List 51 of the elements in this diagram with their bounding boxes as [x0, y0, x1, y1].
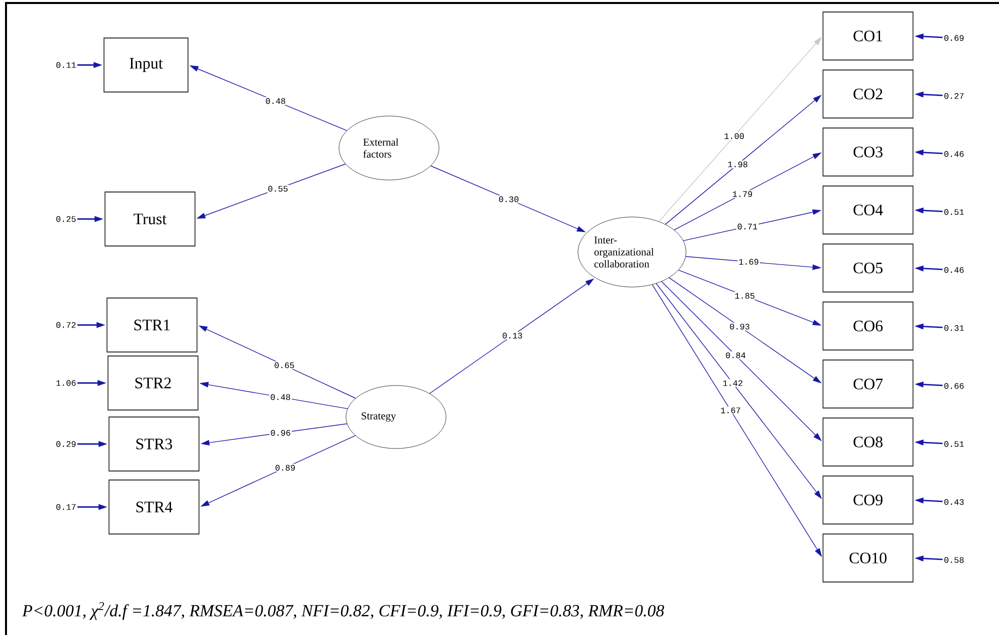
error-value: 0.51	[944, 209, 964, 215]
error-value: 0.27	[944, 93, 964, 99]
edge-label: 0.48	[269, 393, 292, 401]
error-value: 0.51	[944, 441, 964, 447]
indicator-box: STR2	[108, 356, 198, 410]
edge-label: 0.71	[736, 222, 759, 230]
error-value: 0.17	[56, 504, 76, 510]
error-value: 0.29	[56, 441, 76, 447]
indicator-box: CO3	[822, 128, 914, 176]
indicator-box: STR1	[106, 298, 198, 352]
error-value: 1.06	[56, 380, 76, 386]
edge-label: 1.69	[737, 258, 760, 266]
indicator-box: Trust	[104, 192, 196, 246]
edge-label: 0.13	[501, 332, 524, 340]
error-value: 0.66	[944, 383, 964, 389]
edge-label: 1.67	[719, 406, 742, 414]
indicator-box: CO2	[822, 70, 914, 118]
edge-label: 1.85	[734, 292, 756, 300]
indicator-box: Input	[104, 38, 188, 92]
indicator-box: STR3	[108, 416, 200, 472]
edge-label: 1.98	[726, 160, 749, 168]
indicator-box: CO5	[822, 244, 914, 292]
edge-label: 0.96	[269, 428, 292, 437]
error-value: 0.11	[56, 62, 76, 68]
indicator-box: STR4	[108, 480, 200, 534]
edge-label: 1.00	[723, 132, 746, 140]
edge-label: 0.55	[266, 184, 290, 193]
edge-label: 1.79	[731, 190, 754, 198]
error-value: 0.31	[944, 325, 964, 331]
indicator-box: CO6	[822, 302, 914, 350]
error-value: 0.43	[944, 499, 964, 505]
indicator-box: CO7	[822, 360, 914, 408]
edge-label: 0.93	[728, 322, 751, 330]
indicator-box: CO1	[822, 12, 914, 60]
indicator-box: CO10	[822, 534, 914, 582]
edge-label: 0.65	[273, 361, 296, 370]
error-value: 0.46	[944, 267, 964, 273]
fit-statistics-caption: P<0.001, χ$^{2}$/d.f =1.847, RMSEA=0.087, NFI=0.82, CFI=0.9, IFI=0.9, GFI=0.83, RMR=0.08	[22, 602, 664, 620]
edge-label: 0.84	[724, 351, 747, 360]
error-value: 0.72	[56, 322, 76, 328]
error-value: 0.69	[944, 35, 964, 41]
indicator-box: CO8	[822, 418, 914, 466]
edge-label: 0.48	[264, 97, 287, 105]
error-value: 0.58	[944, 557, 964, 563]
edge-label: 0.89	[274, 464, 296, 472]
error-value: 0.46	[944, 151, 964, 157]
indicator-box: CO9	[822, 476, 914, 524]
error-value: 0.25	[56, 216, 76, 222]
indicator-box: CO4	[822, 186, 914, 234]
edge-label: 1.42	[722, 379, 744, 387]
edge-label: 0.30	[498, 195, 520, 204]
